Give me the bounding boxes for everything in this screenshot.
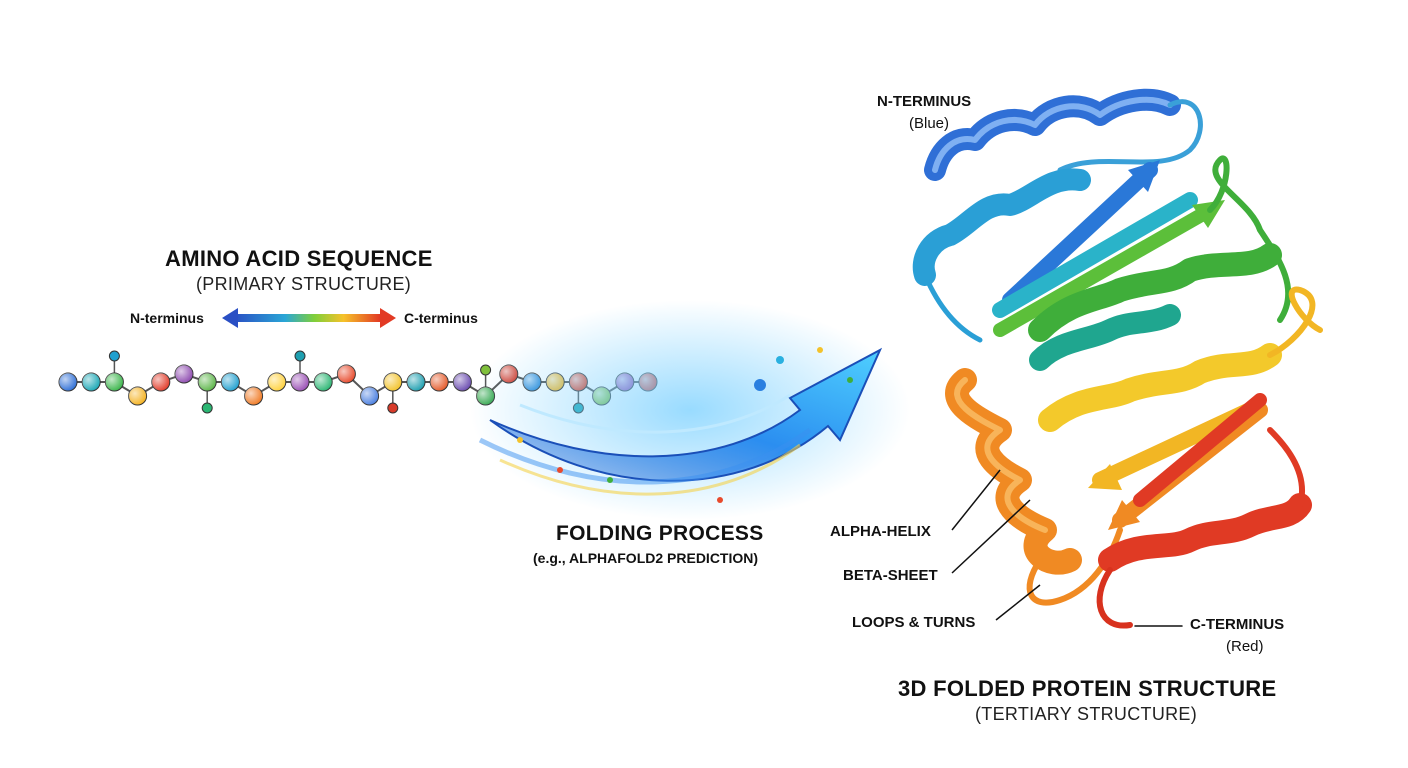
residue-highlight [128, 387, 147, 405]
side-chain-atom [108, 350, 120, 362]
n-c-gradient-arrow [222, 308, 396, 328]
side-chain-atom [387, 402, 399, 414]
c-terminus-label: C-terminus [404, 310, 478, 326]
residue-highlight [291, 373, 309, 391]
loops-turns-label: LOOPS & TURNS [852, 614, 976, 631]
residue-highlight [105, 373, 124, 391]
residue-highlight [360, 387, 379, 405]
label-leaders [951, 469, 1041, 621]
n-terminus-color-note: (Blue) [909, 115, 950, 132]
residue-highlight [407, 373, 425, 391]
side-chain-atom [294, 350, 306, 362]
side-chain-atom [201, 402, 213, 414]
n-terminus-structure-label: N-TERMINUS [877, 93, 972, 110]
residue-highlight [453, 373, 472, 391]
beta-sheet-label: BETA-SHEET [843, 567, 938, 584]
residue-highlight [383, 373, 402, 391]
sequence-subtitle: (PRIMARY STRUCTURE) [196, 274, 412, 294]
c-terminus-color-note: (Red) [1226, 638, 1264, 655]
residue-highlight [221, 373, 240, 391]
residue-highlight [151, 373, 170, 391]
folding-subtitle: (e.g., ALPHAFOLD2 PREDICTION) [533, 550, 759, 566]
structure-title: 3D FOLDED PROTEIN STRUCTURE [898, 676, 1277, 701]
alpha-helix-label: ALPHA-HELIX [830, 523, 931, 540]
n-terminus-label: N-terminus [130, 310, 204, 326]
sequence-title: AMINO ACID SEQUENCE [165, 246, 433, 271]
c-terminus-structure-label: C-TERMINUS [1190, 616, 1285, 633]
protein-structure [912, 88, 1323, 629]
folding-title: FOLDING PROCESS [556, 522, 764, 545]
residue-highlight [244, 387, 263, 405]
residue-highlight [267, 373, 286, 391]
residue-highlight [198, 373, 217, 391]
residue-highlight [175, 365, 193, 383]
structure-subtitle: (TERTIARY STRUCTURE) [975, 704, 1198, 724]
residue-highlight [430, 373, 449, 391]
residue-highlight [337, 365, 356, 383]
folding-arrow [470, 300, 910, 520]
residue-highlight [314, 373, 333, 391]
residue-highlight [59, 373, 77, 391]
residue-highlight [82, 373, 101, 391]
